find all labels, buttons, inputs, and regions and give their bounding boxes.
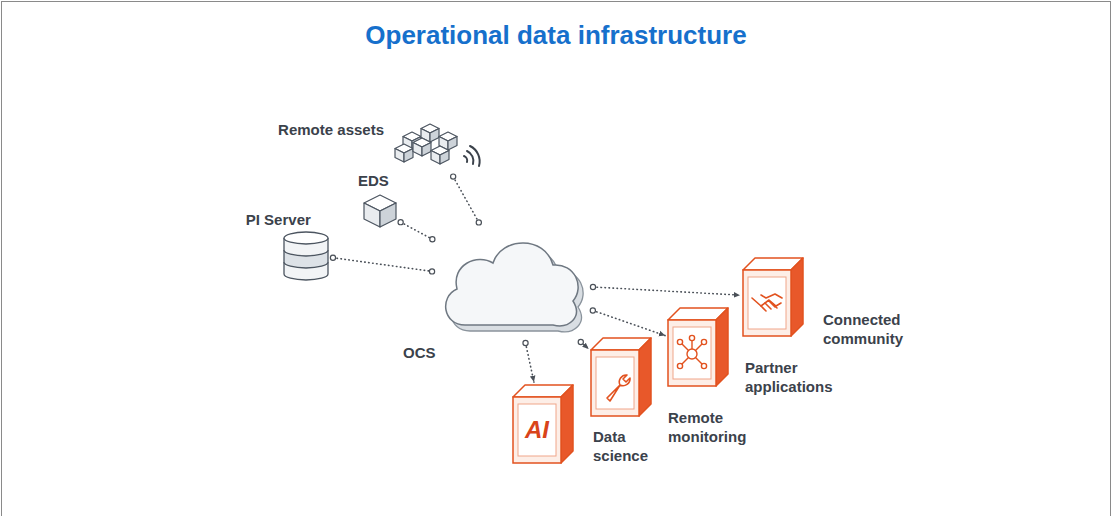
ai-box: AIData science (513, 385, 573, 463)
junction-dot (590, 308, 595, 313)
network-box: Partner applications (668, 308, 728, 386)
edge-cube-icon: EDS (362, 193, 398, 229)
handshake-box: Connected community (743, 258, 803, 336)
cloud-shape-drawing (435, 225, 590, 340)
handshake-box-drawing (743, 258, 803, 336)
junction-dot (430, 237, 435, 242)
node-label: OCS (403, 343, 436, 362)
edge-cube-icon-drawing (362, 193, 398, 229)
box-symbol-text: AI (515, 399, 559, 461)
asset-cluster-icon: Remote assets (390, 118, 482, 174)
junction-dot (330, 255, 335, 260)
database-icon-drawing (282, 232, 330, 276)
asset-cluster-icon-drawing (390, 118, 482, 174)
dotted-connector (593, 310, 665, 335)
dotted-connector (453, 177, 479, 223)
dotted-connector (526, 343, 534, 382)
node-label: PI Server (246, 210, 311, 229)
node-label: Partner applications (745, 358, 833, 396)
node-label: Remote monitoring (668, 408, 746, 446)
network-box-drawing (668, 308, 728, 386)
node-label: Connected community (823, 310, 903, 348)
wrench-box: Remote monitoring (591, 338, 651, 416)
dotted-connector (401, 222, 433, 239)
junction-dot (590, 284, 595, 289)
wrench-box-drawing (591, 338, 651, 416)
database-icon: PI Server (282, 232, 330, 276)
junction-dot (476, 220, 481, 225)
diagram-title: Operational data infrastructure (0, 20, 1112, 51)
junction-dot (523, 340, 528, 345)
junction-dot (398, 220, 403, 225)
dotted-connector (593, 287, 740, 295)
node-label: EDS (358, 171, 389, 190)
dotted-connector (333, 258, 432, 272)
node-label: Remote assets (278, 120, 384, 139)
cloud-shape: OCS (435, 225, 590, 340)
junction-dot (451, 174, 456, 179)
junction-dot (429, 269, 434, 274)
node-label: Data science (593, 427, 648, 465)
junction-dot (578, 339, 583, 344)
